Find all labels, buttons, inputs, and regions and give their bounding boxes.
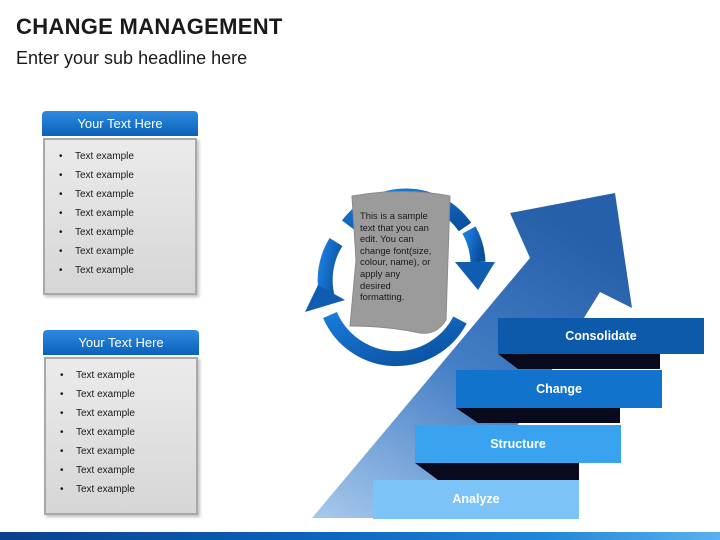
list-item-text: Text example (75, 208, 134, 219)
page-title: CHANGE MANAGEMENT (16, 14, 283, 39)
step-analyze (373, 480, 579, 519)
cycle-arc-bottom (323, 311, 467, 367)
panel-1-list: • Text example • Text example • Text exampl… (45, 140, 195, 280)
step-label-consolidate: Consolidate (565, 329, 637, 343)
bullet-icon: • (60, 484, 64, 495)
list-item: • Text example (60, 442, 196, 461)
bullet-icon: • (60, 370, 64, 381)
list-item: • Text example (59, 185, 195, 204)
list-item-text: Text example (76, 446, 135, 457)
cycle-arrowhead-right (455, 262, 495, 290)
list-item: • Text example (59, 204, 195, 223)
bullet-icon: • (60, 446, 64, 457)
step-change (456, 370, 662, 408)
step-label-structure: Structure (490, 437, 546, 451)
list-item: • Text example (59, 166, 195, 185)
list-item: • Text example (60, 404, 196, 423)
panel-2-list: • Text example • Text example • Text exampl… (46, 359, 196, 499)
bullet-icon: • (60, 408, 64, 419)
list-item: • Text example (59, 261, 195, 280)
bullet-icon: • (60, 427, 64, 438)
note-line: desired (360, 279, 391, 291)
text-panel-2: Your Text Here • Text example • Text examp… (43, 330, 199, 515)
list-item-text: Text example (75, 227, 134, 238)
note-line: formatting. (360, 291, 405, 303)
list-item-text: Text example (75, 151, 134, 162)
panel-1-header: Your Text Here (42, 111, 198, 136)
list-item: • Text example (60, 480, 196, 499)
list-item-text: Text example (76, 408, 135, 419)
cycle-arc-right (462, 226, 486, 263)
list-item: • Text example (60, 423, 196, 442)
list-item-text: Text example (76, 465, 135, 476)
growth-arrow-body (312, 193, 632, 518)
note-paper (349, 191, 451, 334)
bullet-icon: • (59, 265, 63, 276)
panel-2-header: Your Text Here (43, 330, 199, 355)
step-label-change: Change (536, 382, 582, 396)
bullet-icon: • (59, 170, 63, 181)
list-item-text: Text example (76, 427, 135, 438)
list-item: • Text example (59, 223, 195, 242)
list-item: • Text example (60, 461, 196, 480)
bullet-icon: • (59, 208, 63, 219)
cycle-note-text: This is a sample text that you can edit.… (360, 210, 440, 303)
step-shadow (498, 354, 660, 369)
bullet-icon: • (60, 389, 64, 400)
list-item-text: Text example (76, 484, 135, 495)
list-item: • Text example (59, 147, 195, 166)
step-structure (415, 425, 621, 463)
panel-1-body: • Text example • Text example • Text exampl… (43, 138, 197, 295)
note-line: change font(size, (360, 244, 432, 256)
list-item-text: Text example (75, 189, 134, 200)
bullet-icon: • (59, 227, 63, 238)
cycle-arrowhead-left (305, 285, 345, 312)
step-shadow (415, 463, 579, 480)
list-item: • Text example (59, 242, 195, 261)
list-item-text: Text example (75, 170, 134, 181)
list-item: • Text example (60, 366, 196, 385)
list-item: • Text example (60, 385, 196, 404)
note-line: apply any (360, 267, 401, 279)
note-line: edit. You can (360, 233, 414, 245)
bullet-icon: • (59, 151, 63, 162)
footer-bar (0, 532, 720, 540)
note-line: text that you can (360, 221, 429, 233)
list-item-text: Text example (76, 370, 135, 381)
panel-2-body: • Text example • Text example • Text exampl… (44, 357, 198, 515)
text-panel-1: Your Text Here • Text example • Text examp… (42, 111, 198, 295)
bullet-icon: • (60, 465, 64, 476)
note-line: colour, name), or (360, 256, 431, 268)
step-label-analyze: Analyze (452, 492, 500, 506)
list-item-text: Text example (75, 246, 134, 257)
list-item-text: Text example (75, 265, 134, 276)
list-item-text: Text example (76, 389, 135, 400)
bullet-icon: • (59, 246, 63, 257)
page-subtitle: Enter your sub headline here (16, 48, 248, 68)
step-consolidate (498, 318, 704, 354)
note-line: This is a sample (360, 210, 428, 221)
step-shadow (456, 408, 620, 423)
bullet-icon: • (59, 189, 63, 200)
